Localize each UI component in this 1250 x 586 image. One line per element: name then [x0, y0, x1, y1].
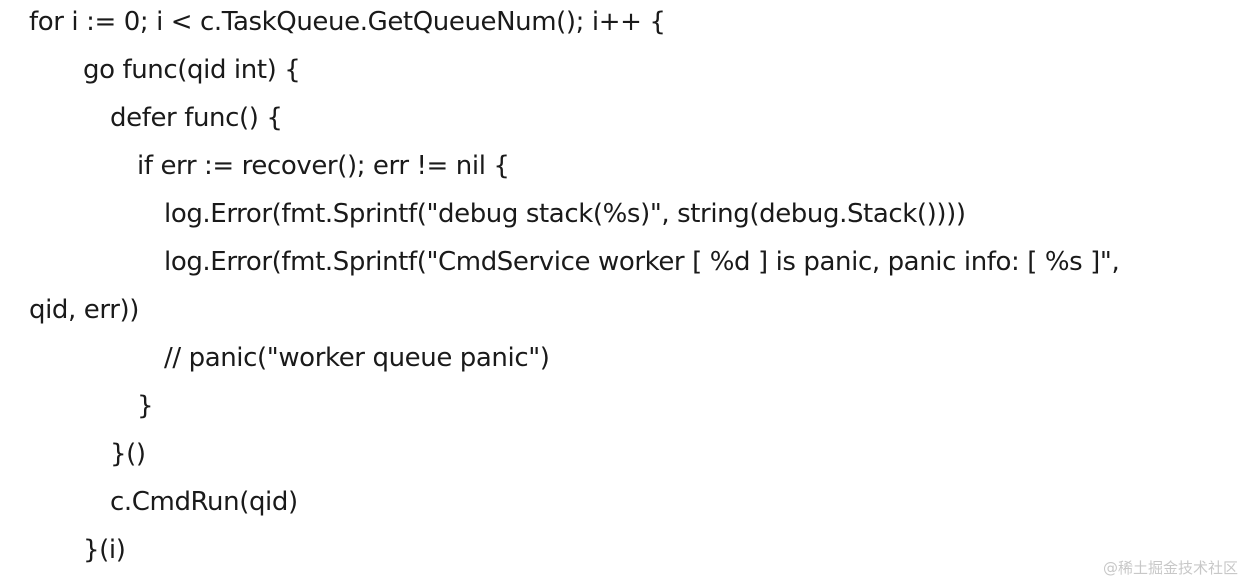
code-line: defer func() {: [110, 103, 283, 133]
watermark: @稀土掘金技术社区: [1102, 559, 1238, 577]
code-line: qid, err)): [29, 295, 139, 325]
code-line: if err := recover(); err != nil {: [137, 151, 510, 181]
code-line: log.Error(fmt.Sprintf("CmdService worker…: [164, 247, 1120, 277]
code-line: }: [137, 391, 154, 421]
code-line: c.CmdRun(qid): [110, 487, 298, 517]
code-line: log.Error(fmt.Sprintf("debug stack(%s)",…: [164, 199, 966, 229]
code-line: }(i): [83, 535, 126, 565]
code-line: go func(qid int) {: [83, 55, 301, 85]
code-line: }(): [110, 439, 146, 469]
code-line: for i := 0; i < c.TaskQueue.GetQueueNum(…: [29, 7, 666, 37]
code-comment-line: // panic("worker queue panic"): [164, 343, 550, 373]
